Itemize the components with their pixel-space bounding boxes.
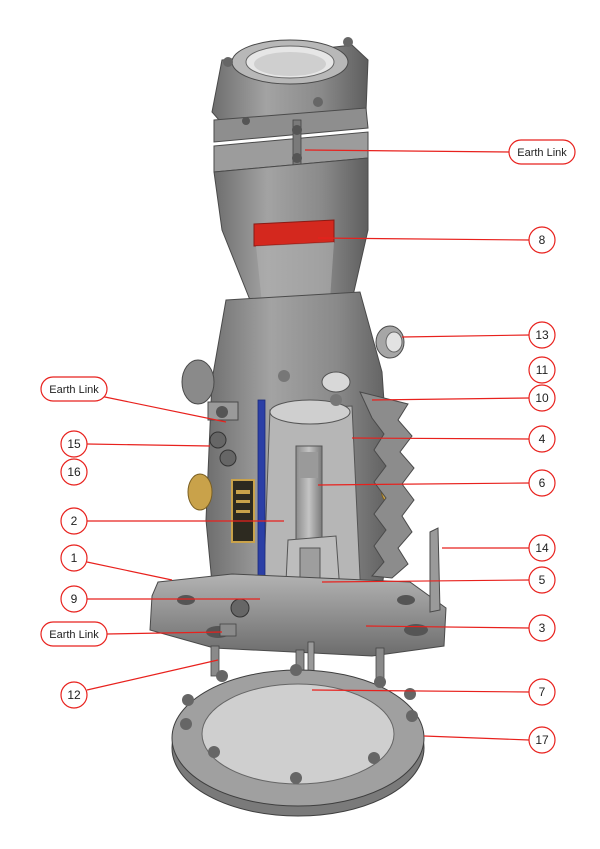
callout-bubble-9 xyxy=(60,585,88,613)
callout-bubble-10 xyxy=(528,384,556,412)
callout-bubble-earth-link-bottom xyxy=(40,621,108,647)
leader-line-7 xyxy=(311,689,530,693)
callout-bubble-2 xyxy=(60,507,88,535)
callout-earth-link-left: Earth Link xyxy=(40,376,227,423)
callout-bubble-7 xyxy=(528,678,556,706)
callout-label-5: 5 xyxy=(539,573,546,587)
callout-earth-link-bottom: Earth Link xyxy=(40,621,223,647)
callout-bubble-1 xyxy=(60,544,88,572)
callout-label-2: 2 xyxy=(71,514,78,528)
callout-label-15: 15 xyxy=(67,437,81,451)
leader-line-10 xyxy=(371,397,530,401)
callout-label-earth-link-bottom: Earth Link xyxy=(49,629,99,641)
leader-line-8 xyxy=(317,237,530,241)
callout-bubble-8 xyxy=(528,226,556,254)
callout-6: 6 xyxy=(317,469,556,497)
callout-1: 1 xyxy=(60,544,173,581)
callout-bubble-17 xyxy=(528,726,556,754)
callout-label-8: 8 xyxy=(539,233,546,247)
leader-line-3 xyxy=(365,625,530,629)
callout-label-earth-link-left: Earth Link xyxy=(49,384,99,396)
leader-line-17 xyxy=(423,735,530,741)
callout-label-9: 9 xyxy=(71,592,78,606)
callout-3: 3 xyxy=(365,614,556,642)
callout-bubble-11 xyxy=(528,356,556,384)
callout-8: 8 xyxy=(317,226,556,254)
pump-assembly-illustration xyxy=(149,37,447,817)
callout-label-3: 3 xyxy=(539,621,546,635)
callout-label-4: 4 xyxy=(539,432,546,446)
base-plate xyxy=(149,573,447,657)
callout-label-17: 17 xyxy=(535,733,549,747)
callout-label-13: 13 xyxy=(535,328,549,342)
leader-line-12 xyxy=(86,659,219,691)
callout-2: 2 xyxy=(60,507,284,535)
leader-line-4 xyxy=(351,437,530,440)
top-flange xyxy=(211,37,369,129)
callout-5: 5 xyxy=(321,566,556,594)
callout-bubble-earth-link-top xyxy=(508,139,576,165)
callout-16: 16 xyxy=(60,458,88,486)
callout-11: 11 xyxy=(528,356,556,384)
callout-7: 7 xyxy=(311,678,556,706)
callout-label-11: 11 xyxy=(536,363,549,377)
callout-bubble-15 xyxy=(60,430,88,458)
callout-14: 14 xyxy=(442,534,556,562)
leader-line-earth-link-left xyxy=(99,395,227,423)
leader-line-1 xyxy=(86,561,173,581)
blue-rod xyxy=(257,399,266,581)
callout-label-7: 7 xyxy=(539,685,546,699)
callout-12: 12 xyxy=(60,659,219,709)
upper-column xyxy=(213,157,369,306)
callout-4: 4 xyxy=(351,425,556,453)
callout-label-16: 16 xyxy=(67,465,81,479)
bottom-ring-flange xyxy=(171,664,425,817)
callout-label-10: 10 xyxy=(535,391,549,405)
callout-bubble-4 xyxy=(528,425,556,453)
leader-line-earth-link-bottom xyxy=(106,631,223,635)
leader-line-5 xyxy=(321,579,530,583)
callout-13: 13 xyxy=(401,321,556,349)
callout-10: 10 xyxy=(371,384,556,412)
leader-line-15 xyxy=(86,443,211,447)
leader-line-13 xyxy=(401,334,530,338)
callout-label-6: 6 xyxy=(539,476,546,490)
callout-15: 15 xyxy=(60,430,211,458)
callout-bubble-12 xyxy=(60,681,88,709)
left-fasteners xyxy=(207,401,239,467)
callout-bubble-5 xyxy=(528,566,556,594)
callout-bubble-14 xyxy=(528,534,556,562)
callout-17: 17 xyxy=(423,726,556,754)
callout-label-12: 12 xyxy=(67,688,81,702)
callout-label-14: 14 xyxy=(535,541,549,555)
callout-9: 9 xyxy=(60,585,260,613)
callout-label-earth-link-top: Earth Link xyxy=(517,147,567,159)
callout-bubble-13 xyxy=(528,321,556,349)
leader-line-6 xyxy=(317,482,530,486)
leader-line-earth-link-top xyxy=(304,149,510,153)
callout-earth-link-top: Earth Link xyxy=(304,139,576,165)
callout-bubble-earth-link-left xyxy=(40,376,108,402)
callout-bubble-6 xyxy=(528,469,556,497)
callout-bubble-3 xyxy=(528,614,556,642)
callout-bubble-16 xyxy=(60,458,88,486)
callout-label-1: 1 xyxy=(71,551,78,565)
locating-pin xyxy=(429,527,441,613)
